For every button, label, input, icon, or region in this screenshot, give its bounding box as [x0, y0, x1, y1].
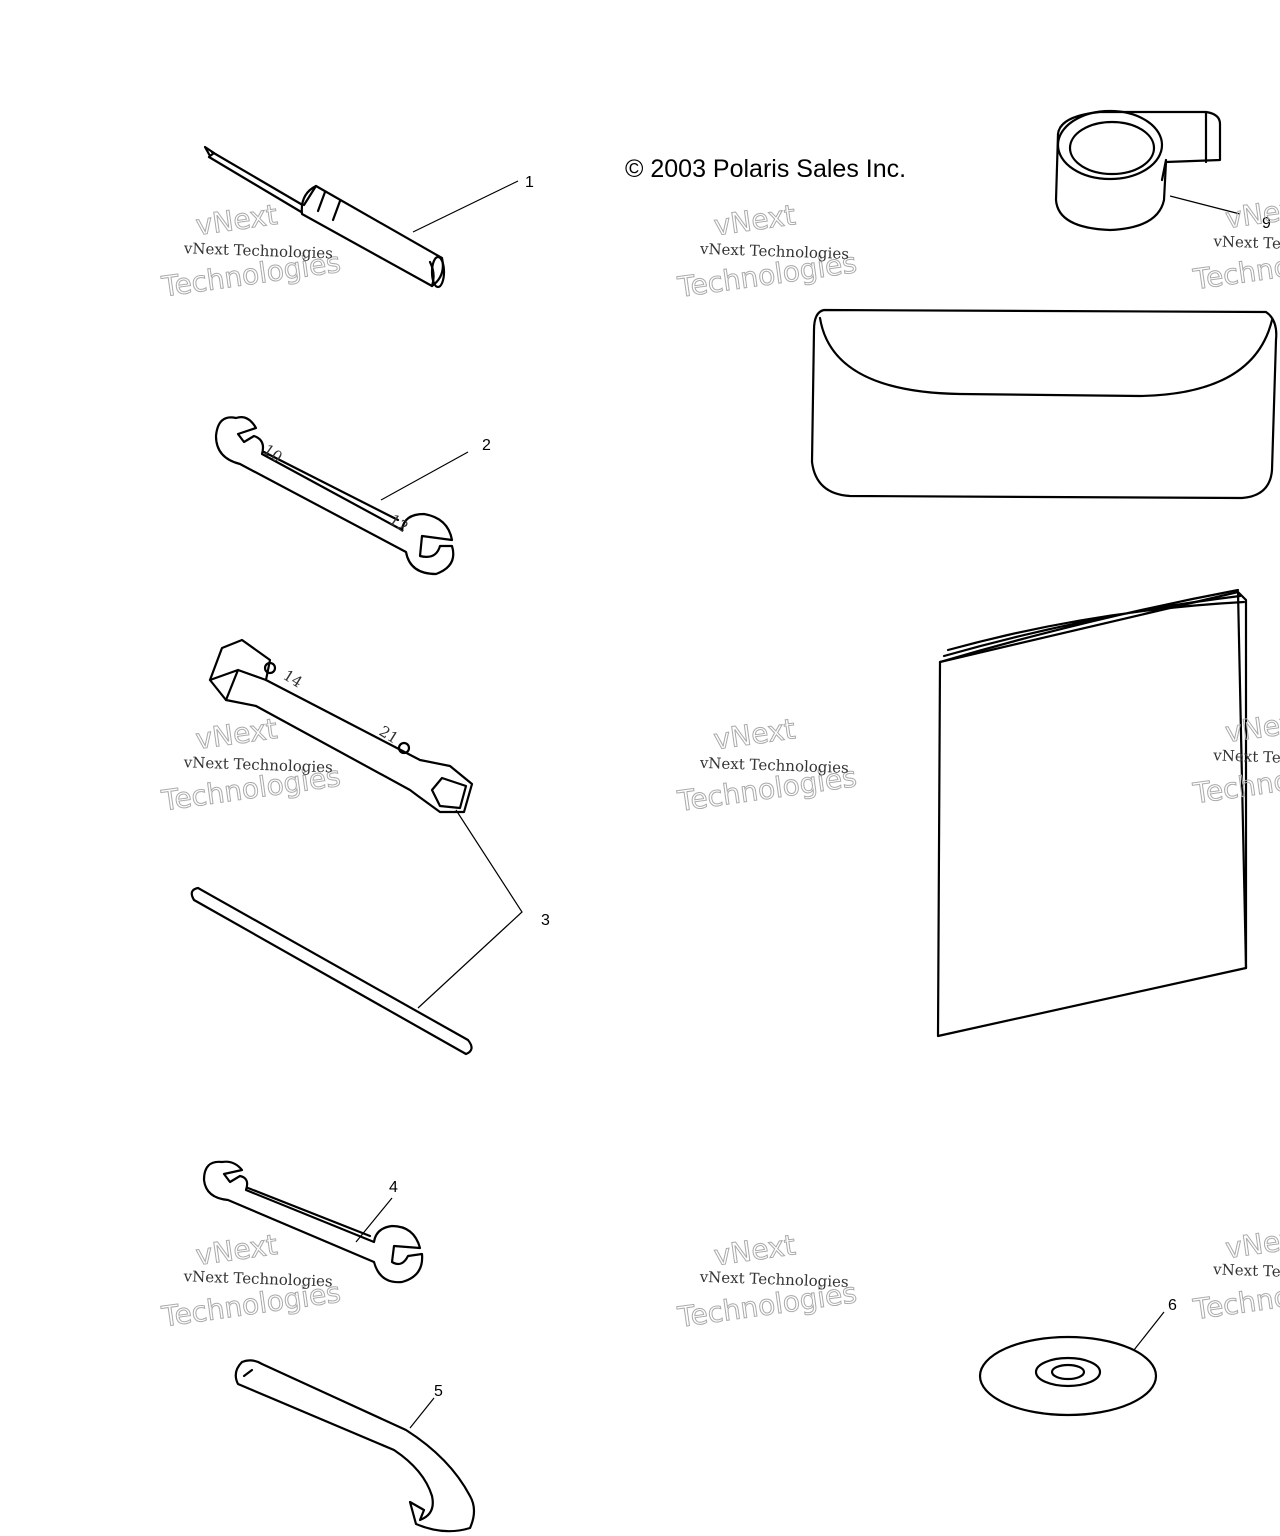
- svg-text:vNext: vNext: [712, 712, 798, 756]
- open-end-wrench-part: 10 12: [214, 416, 455, 576]
- svg-text:vNext Technologies: vNext Technologies: [183, 239, 334, 262]
- svg-text:vNext Technologies: vNext Technologies: [1212, 1260, 1280, 1283]
- callout-6: 6: [1168, 1297, 1177, 1314]
- svg-text:vNext: vNext: [1223, 191, 1280, 235]
- svg-text:vNext Technologies: vNext Technologies: [699, 240, 850, 263]
- small-wrench-part: [202, 1160, 424, 1284]
- leader-line-4: [355, 1197, 393, 1243]
- watermark-top-center: vNext Technologies vNext Technologies: [675, 198, 860, 305]
- cd-disc-part: [978, 1335, 1158, 1417]
- leader-line-6: [1133, 1311, 1165, 1351]
- strap-roll-part: [1054, 109, 1222, 232]
- callout-5: 5: [434, 1383, 443, 1400]
- svg-text:vNext Technologies: vNext Technologies: [182, 1267, 333, 1290]
- tool-pouch-part: [810, 308, 1278, 500]
- callout-4: 4: [389, 1179, 398, 1196]
- svg-text:vNext Technologies: vNext Technologies: [698, 1268, 849, 1291]
- owner-manual-part: [936, 588, 1248, 1038]
- tube-marking-14: 14: [280, 666, 306, 691]
- watermark-top-right: vNext Technologies vNext Technologies: [1190, 191, 1280, 297]
- watermark-bottom-center: vNext Technologies vNext Technologies: [675, 1228, 860, 1335]
- callout-1: 1: [525, 174, 534, 191]
- hook-spanner-part: [234, 1359, 476, 1533]
- leader-line-2: [380, 451, 469, 501]
- copyright-text: © 2003 Polaris Sales Inc.: [625, 155, 906, 183]
- leader-line-5: [409, 1397, 435, 1429]
- svg-text:vNext: vNext: [712, 198, 798, 242]
- svg-text:vNext Technologies: vNext Technologies: [699, 754, 850, 777]
- svg-text:vNext: vNext: [194, 198, 280, 242]
- screwdriver-part: [203, 145, 446, 289]
- leader-line-9: [1169, 195, 1241, 215]
- svg-text:vNext Technologies: vNext Technologies: [1212, 232, 1280, 255]
- watermark-bottom-right: vNext Technologies vNext Technologies: [1190, 1221, 1280, 1327]
- svg-text:vNext Technologies: vNext Technologies: [183, 753, 334, 776]
- svg-text:vNext: vNext: [194, 712, 280, 756]
- callout-3: 3: [541, 912, 550, 929]
- callout-2: 2: [482, 437, 491, 454]
- watermark-top-left: vNext Technologies vNext Technologies: [159, 198, 344, 305]
- svg-text:vNext: vNext: [712, 1228, 798, 1272]
- svg-text:vNext: vNext: [194, 1228, 280, 1272]
- tommy-bar-part: [190, 886, 473, 1056]
- leader-line-1: [412, 180, 519, 233]
- callout-9: 9: [1262, 215, 1271, 232]
- leader-line-3: [417, 809, 523, 1009]
- svg-text:vNext Technologies: vNext Technologies: [1212, 746, 1280, 769]
- svg-text:vNext: vNext: [1223, 1221, 1280, 1265]
- watermark-mid-center: vNext Technologies vNext Technologies: [674, 712, 859, 819]
